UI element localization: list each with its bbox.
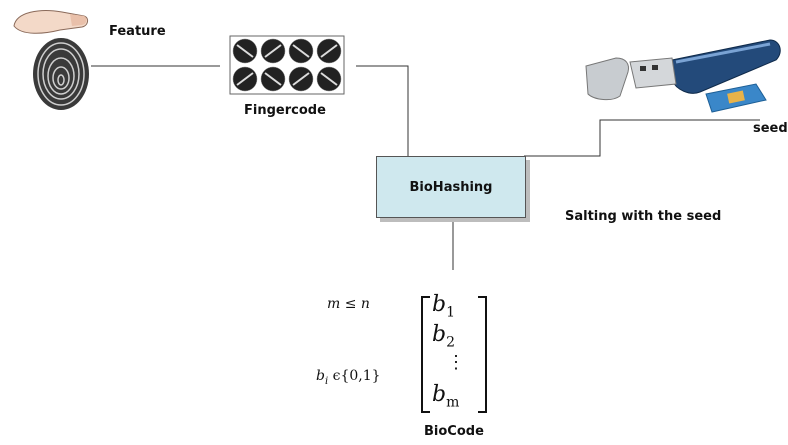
- fingercode-image: [229, 35, 345, 95]
- usb-token-icon: [585, 39, 781, 101]
- condition-m-n: m ≤ n: [327, 296, 370, 312]
- biocode-label: BioCode: [424, 424, 484, 439]
- feature-label: Feature: [109, 24, 166, 39]
- vector-entry-b1: b1: [432, 292, 456, 321]
- fingerprint-icon: [33, 38, 89, 110]
- salting-label: Salting with the seed: [565, 209, 722, 224]
- condition-b-binary: bi ϵ{0,1}: [316, 368, 381, 387]
- connector-lines: [91, 65, 760, 270]
- vector-brackets: [421, 296, 487, 413]
- finger-icon: [13, 10, 89, 34]
- biohashing-label: BioHashing: [409, 179, 493, 195]
- vector-entry-dots: ⋮: [447, 352, 465, 373]
- seed-label: seed: [753, 121, 788, 136]
- biohashing-box: BioHashing: [376, 156, 526, 218]
- vector-entry-bm: bm: [432, 382, 460, 411]
- sim-card-icon: [705, 83, 767, 113]
- vector-entry-b2: b2: [432, 322, 456, 351]
- fingercode-label: Fingercode: [244, 103, 326, 118]
